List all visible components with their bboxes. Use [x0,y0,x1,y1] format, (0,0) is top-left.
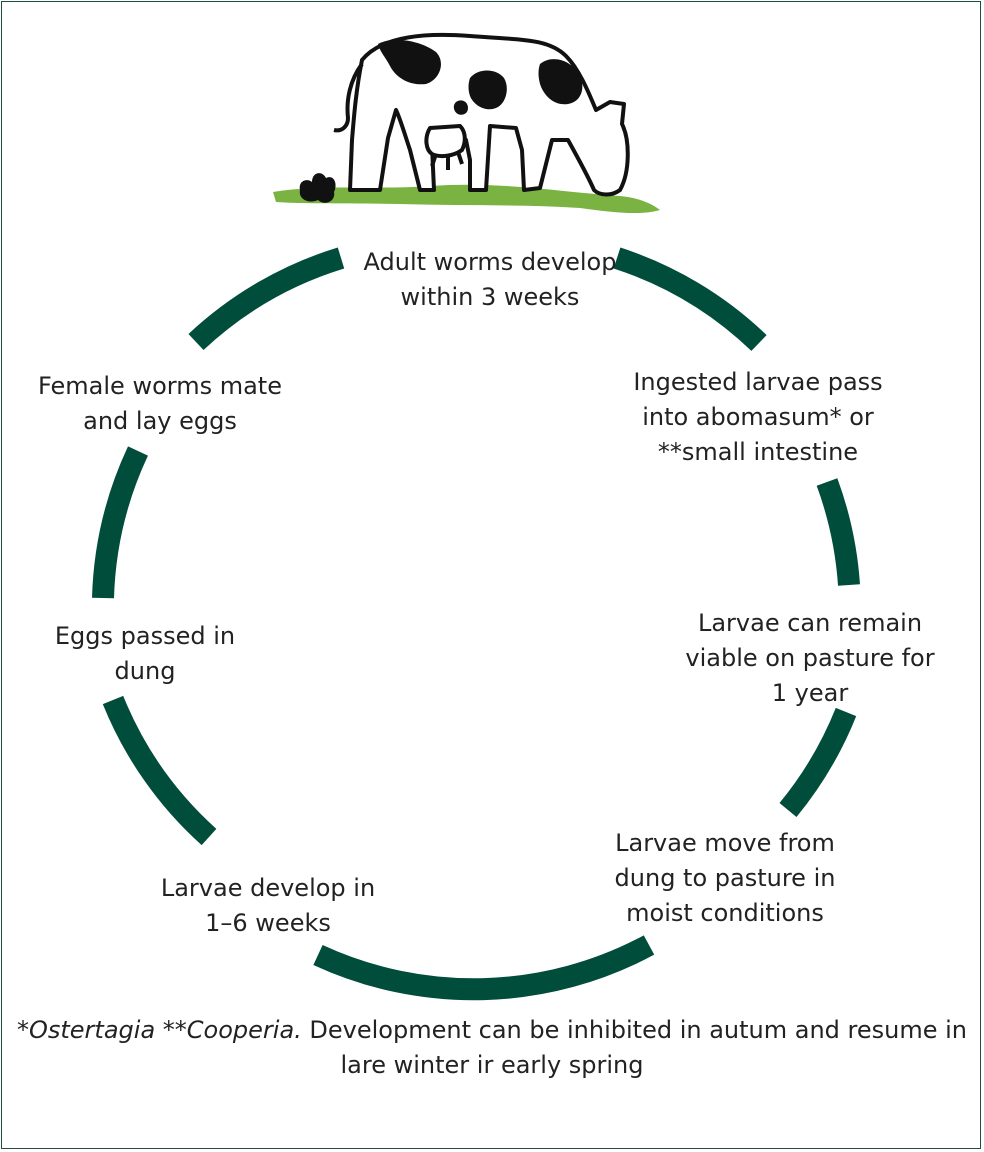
footnote-mark: * [16,1016,29,1044]
stage-line: dung [114,657,176,685]
dung-icon [299,173,336,203]
ring-segment-right-upper [816,478,860,586]
stage-line: 1–6 weeks [205,909,331,937]
footnote-term-cooperia: Cooperia. [186,1016,302,1044]
stage-label-female-worms: Female worms mate and lay eggs [10,369,310,439]
stage-line: into abomasum* or [642,403,874,431]
stage-label-eggs-passed: Eggs passed in dung [0,619,290,689]
footnote: *Ostertagia **Cooperia. Development can … [0,1013,984,1083]
stage-line: Eggs passed in [54,622,236,650]
stage-label-ingested-larvae: Ingested larvae pass into abomasum* or *… [598,365,918,470]
ring-segment-left-upper [92,446,148,599]
cow-spot [378,39,441,85]
stage-line: **small intestine [657,438,859,466]
stage-label-larvae-move: Larvae move from dung to pasture in mois… [565,826,885,931]
cycle-ring [92,247,860,1001]
stage-line: moist conditions [626,899,824,927]
stage-line: within 3 weeks [400,283,580,311]
stage-label-larvae-develop: Larvae develop in 1–6 weeks [108,871,428,941]
cow-icon [333,32,630,197]
cow-spot [468,70,507,110]
footnote-term-ostertagia: Ostertagia [28,1016,156,1044]
footnote-line-1: *Ostertagia **Cooperia. Development can … [0,1013,984,1048]
stage-line: Larvae move from [615,829,835,857]
cow-spot [453,100,468,115]
stage-label-larvae-viable: Larvae can remain viable on pasture for … [650,606,970,711]
ring-segment-bottom [313,935,655,1001]
stage-line: Adult worms develop [363,248,617,276]
stage-line: Female worms mate [38,372,282,400]
stage-line: Larvae develop in [160,874,376,902]
cow-spot [538,59,583,105]
ring-segment-right-lower [779,707,857,817]
stage-line: 1 year [771,679,849,707]
footnote-line-2: lare winter ir early spring [340,1051,644,1079]
stage-line: dung to pasture in [614,864,836,892]
ring-segment-top-left [188,247,345,351]
stage-line: Ingested larvae pass [633,368,883,396]
stage-line: Larvae can remain [697,609,923,637]
stage-label-adult-worms: Adult worms develop within 3 weeks [330,245,650,315]
stage-line: viable on pasture for [685,644,935,672]
footnote-text: Development can be inhibited in autum an… [301,1016,967,1044]
ring-segment-top-right [613,247,767,351]
ring-segment-left-lower [102,695,217,846]
stage-line: and lay eggs [83,407,237,435]
footnote-mark: ** [155,1016,187,1044]
